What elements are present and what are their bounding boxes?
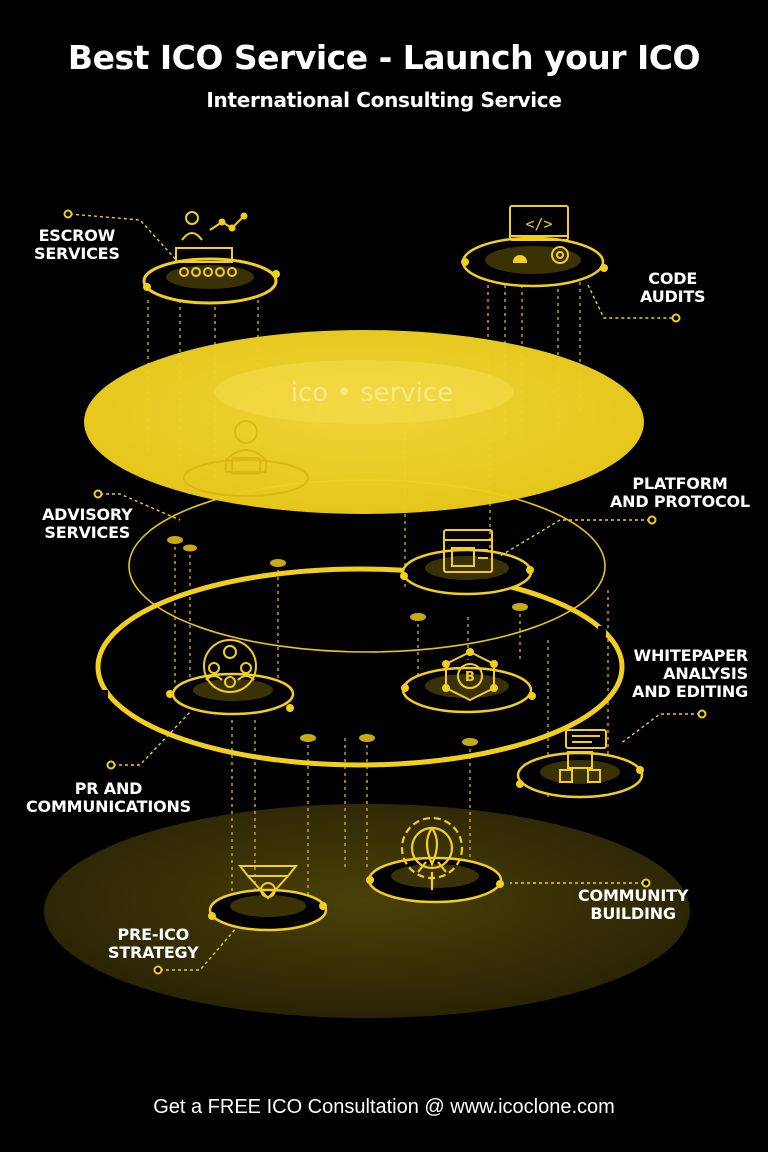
escrow-icon	[175, 211, 248, 277]
code-audits-platform	[461, 236, 608, 288]
platform-icon	[443, 529, 493, 573]
label-advisory-services: ADVISORY SERVICES	[42, 506, 133, 542]
community-platform	[366, 856, 504, 904]
label-line: SERVICES	[34, 244, 120, 263]
label-line: PR AND	[74, 779, 143, 798]
label-line: AND PROTOCOL	[610, 492, 750, 511]
central-disc-text: ico • service	[291, 378, 453, 408]
pr-platform	[166, 672, 295, 716]
footer-cta: Get a FREE ICO Consultation @ www.icoclo…	[153, 1096, 615, 1118]
label-line: PLATFORM	[632, 474, 728, 493]
label-line: AUDITS	[640, 287, 706, 306]
label-pre-ico-strategy: PRE-ICO STRATEGY	[108, 926, 199, 962]
label-line: ADVISORY	[42, 505, 133, 524]
leader-lines	[69, 213, 700, 971]
label-whitepaper: WHITEPAPER ANALYSIS AND EDITING	[630, 647, 748, 701]
pr-icon	[203, 639, 257, 693]
rocket-gear-icon	[400, 816, 464, 890]
label-line: STRATEGY	[108, 943, 199, 962]
bitcoin-network-icon: B	[442, 648, 498, 702]
label-line: WHITEPAPER	[633, 646, 749, 665]
label-line: SERVICES	[44, 523, 131, 542]
pre-ico-platform	[208, 888, 328, 932]
label-line: AND EDITING	[632, 682, 748, 701]
label-line: COMMUNICATIONS	[26, 797, 191, 816]
label-line: ANALYSIS	[663, 664, 748, 683]
label-line: ESCROW	[38, 226, 116, 245]
strategy-icon	[237, 865, 299, 900]
ring-middle-layer	[95, 566, 625, 768]
label-line: BUILDING	[590, 904, 676, 923]
ring-gaps	[100, 614, 606, 732]
svg-text:</>: </>	[525, 215, 552, 233]
bottom-disc	[44, 804, 690, 1018]
label-platform-protocol: PLATFORM AND PROTOCOL	[610, 475, 750, 511]
label-community-building: COMMUNITY BUILDING	[578, 887, 688, 923]
whitepaper-robot-icon	[559, 729, 607, 783]
label-line: CODE	[648, 269, 698, 288]
whitepaper-right-platform	[516, 751, 644, 799]
label-line: PRE-ICO	[117, 925, 190, 944]
label-line: COMMUNITY	[578, 886, 689, 905]
svg-text:B: B	[465, 670, 475, 685]
leader-dots	[63, 209, 707, 975]
advisory-icon-ghost	[183, 420, 309, 497]
code-icon: </>	[509, 205, 569, 264]
escrow-platform	[142, 257, 280, 305]
label-pr-communications: PR AND COMMUNICATIONS	[26, 780, 191, 816]
label-escrow-services: ESCROW SERVICES	[34, 227, 120, 263]
page-title: Best ICO Service - Launch your ICO	[67, 38, 701, 77]
page-subtitle: International Consulting Service	[206, 88, 562, 112]
label-code-audits: CODE AUDITS	[640, 269, 706, 306]
